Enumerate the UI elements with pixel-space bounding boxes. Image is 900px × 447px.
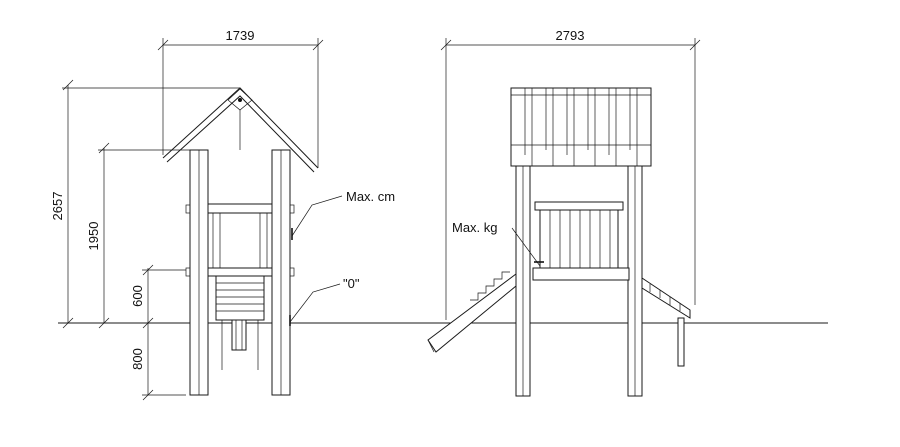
zero-level-label: "0" [343,276,360,291]
front-frame [207,203,273,277]
max-cm-label: Max. cm [346,189,395,204]
tower-height-label: 1950 [86,222,101,251]
front-ladder [215,275,265,370]
max-kg-label: Max. kg [452,220,498,235]
front-dimensions [62,38,324,401]
side-posts [515,165,643,397]
front-width-label: 1739 [226,28,255,43]
front-right-post [271,149,295,396]
front-leaders [289,195,343,326]
total-height-label: 2657 [50,192,65,221]
side-width-label: 2793 [556,28,585,43]
side-railing [532,201,630,281]
side-dimensions [440,38,701,320]
side-ramp [641,277,691,367]
front-left-post [185,149,209,396]
foundation-depth-label: 800 [130,348,145,370]
side-roof [510,87,652,167]
side-view [427,38,701,397]
front-view [62,38,343,401]
side-slide [427,271,517,353]
side-leader [511,227,544,267]
front-roof [162,87,319,173]
platform-height-label: 600 [130,285,145,307]
